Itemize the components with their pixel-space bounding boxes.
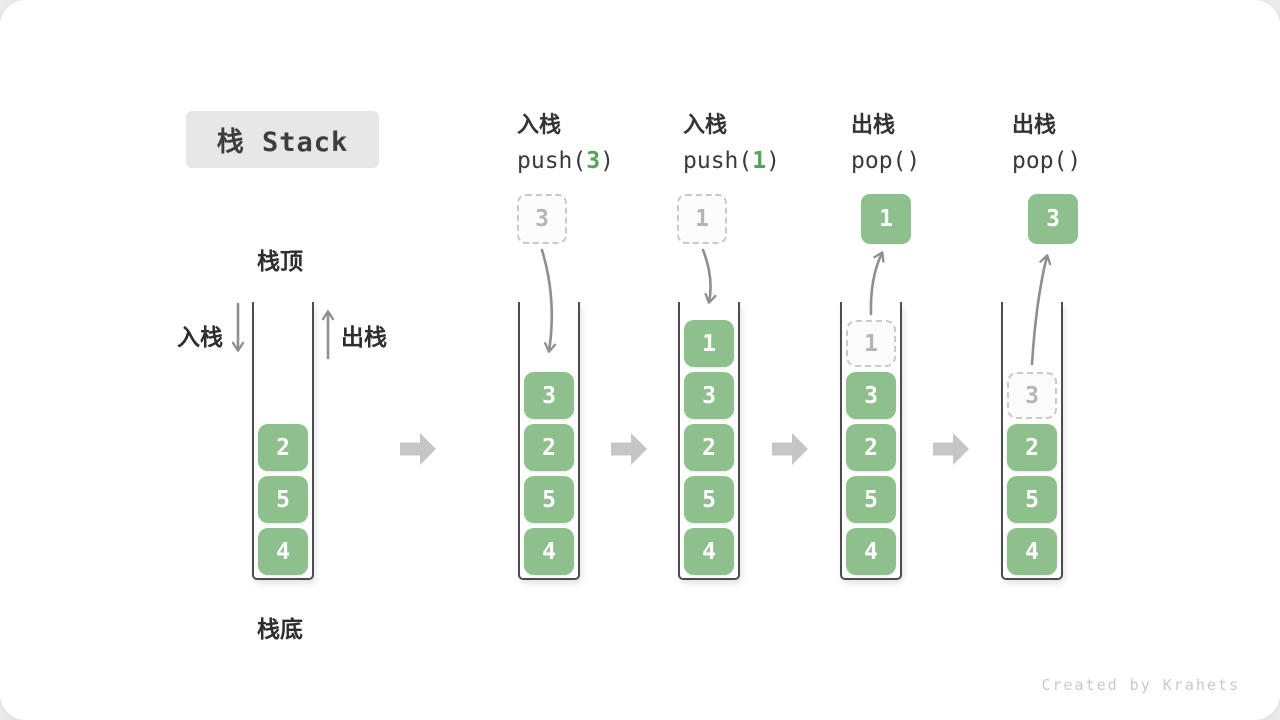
stack-item: 2: [684, 424, 734, 471]
code-pre: pop(: [851, 148, 907, 174]
title-box: 栈 Stack: [186, 111, 379, 168]
stack-item-removed: 1: [846, 320, 896, 367]
code-post: ): [766, 148, 780, 174]
code-pre: push(: [517, 148, 587, 174]
stack-item: 3: [684, 372, 734, 419]
op-header-pop-1: 出栈 pop(): [851, 107, 920, 174]
page-title: 栈 Stack: [216, 127, 349, 158]
stack-item: 2: [258, 424, 308, 471]
stack-item: 5: [524, 476, 574, 523]
stack-item: 2: [524, 424, 574, 471]
watermark: Created by Krahets: [1041, 676, 1240, 694]
label-pop-side: 出栈: [341, 325, 387, 351]
stack-item: 5: [684, 476, 734, 523]
label-push-side: 入栈: [177, 325, 223, 351]
code-pre: push(: [683, 148, 753, 174]
code-post: ): [600, 148, 614, 174]
floating-value-push-1: 1: [677, 194, 727, 244]
stack-item: 4: [684, 528, 734, 575]
stack-after-pop-3: 3 2 5 4: [1001, 302, 1063, 580]
stack-item: 5: [1007, 476, 1057, 523]
stack-item: 4: [846, 528, 896, 575]
stack-item: 4: [258, 528, 308, 575]
op-name: 入栈: [683, 113, 728, 138]
floating-value-pop-3: 3: [1028, 194, 1078, 244]
stack-item: 5: [846, 476, 896, 523]
floating-value-push-3: 3: [517, 194, 567, 244]
op-header-push-1: 入栈 push(1): [683, 107, 780, 174]
stack-after-push-1: 1 3 2 5 4: [678, 302, 740, 580]
stack-item: 4: [524, 528, 574, 575]
op-code: push(3): [517, 148, 614, 174]
stack-item: 2: [1007, 424, 1057, 471]
stack-item: 3: [846, 372, 896, 419]
floating-value-pop-1: 1: [861, 194, 911, 244]
code-arg: 1: [752, 148, 767, 174]
stack-after-push-3: 3 2 5 4: [518, 302, 580, 580]
op-code: push(1): [683, 148, 780, 174]
label-stack-top: 栈顶: [257, 249, 303, 275]
stack-after-pop-1: 1 3 2 5 4: [840, 302, 902, 580]
stack-item: 5: [258, 476, 308, 523]
code-arg: 3: [586, 148, 601, 174]
op-header-push-3: 入栈 push(3): [517, 107, 614, 174]
op-header-pop-3: 出栈 pop(): [1012, 107, 1081, 174]
stack-item: 3: [524, 372, 574, 419]
stack-item: 4: [1007, 528, 1057, 575]
op-name: 出栈: [851, 113, 896, 138]
op-name: 出栈: [1012, 113, 1057, 138]
label-stack-bottom: 栈底: [257, 617, 303, 643]
stack-item-removed: 3: [1007, 372, 1057, 419]
code-post: ): [906, 148, 921, 174]
stack-item: 1: [684, 320, 734, 367]
op-code: pop(): [851, 148, 920, 174]
stack-initial: 2 5 4: [252, 302, 314, 580]
op-name: 入栈: [517, 113, 562, 138]
stack-item: 2: [846, 424, 896, 471]
code-post: ): [1067, 148, 1082, 174]
op-code: pop(): [1012, 148, 1081, 174]
code-pre: pop(: [1012, 148, 1068, 174]
